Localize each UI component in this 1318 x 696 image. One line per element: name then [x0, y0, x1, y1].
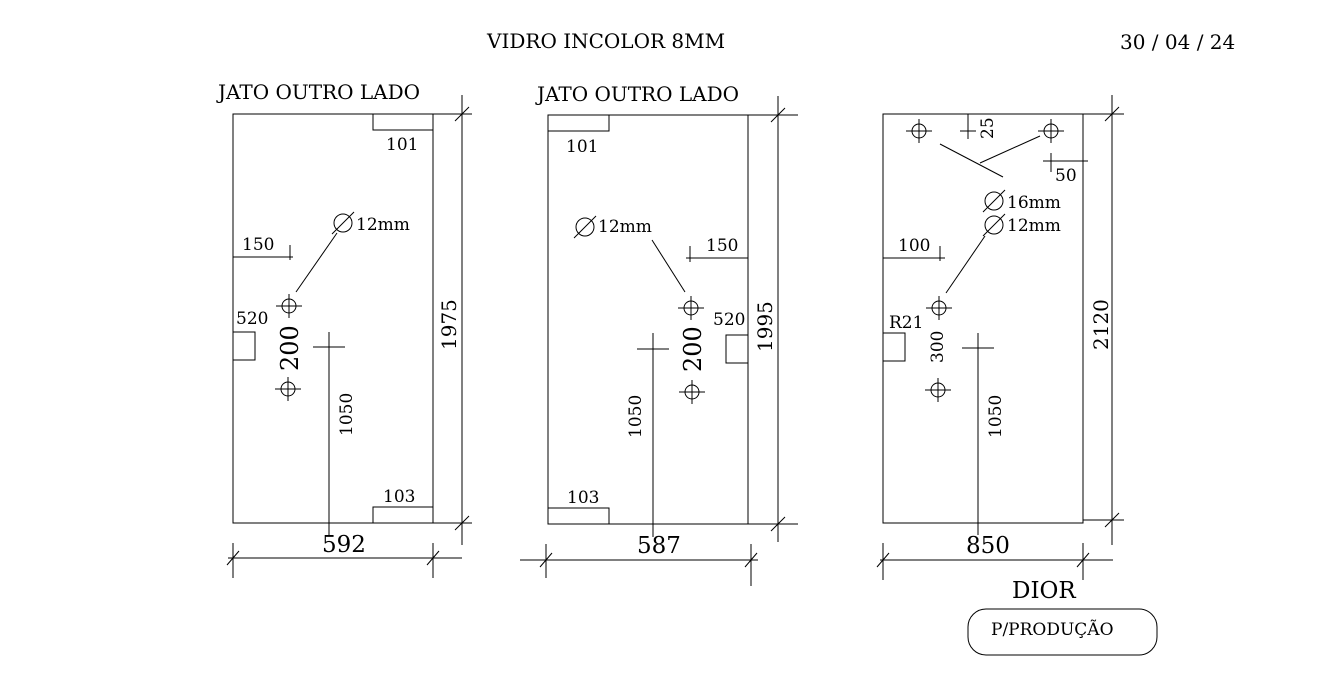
glass-panel-2: JATO OUTRO LADO 101 103 150 520 12mm 20 [520, 82, 798, 586]
panel-2-handle-height: 1050 [626, 395, 646, 438]
panel-2-width: 587 [637, 533, 681, 559]
panel-2-top-notch [548, 115, 610, 132]
panel-2-diameter-icon [575, 217, 595, 237]
panel-1-side-notch [232, 331, 256, 361]
panel-1-handle-height: 1050 [337, 393, 357, 436]
panel-1-note: JATO OUTRO LADO [216, 80, 420, 104]
panel-3-handle-height: 1050 [986, 395, 1006, 438]
panel-3-top-v: 25 [978, 117, 998, 139]
panel-2-top-notch-label: 101 [566, 137, 598, 157]
panel-1-hole-bottom [275, 377, 301, 401]
panel-1-top-notch-label: 101 [386, 135, 418, 155]
panel-3-hole-top-right [1038, 119, 1064, 143]
panel-2-height: 1995 [753, 301, 777, 352]
panel-1-diameter-icon [333, 213, 353, 233]
panel-2-side-notch-label: 520 [713, 310, 745, 330]
panel-2-hole-bottom [679, 380, 705, 404]
panel-3-hole-spacing: 300 [928, 331, 948, 363]
drawing-date: 30 / 04 / 24 [1120, 30, 1235, 54]
status-box [967, 608, 1158, 656]
panel-1-top-notch [372, 114, 433, 131]
panel-3-diameter-icon-a [984, 191, 1004, 211]
panel-3-side-notch-label: R21 [889, 313, 923, 333]
panel-1-bottom-notch [372, 506, 433, 523]
client-name: DIOR [1012, 578, 1076, 604]
panel-3-hole-top-left [906, 119, 932, 143]
panel-1-hole-top [276, 294, 302, 318]
panel-2-note: JATO OUTRO LADO [535, 82, 739, 106]
panel-2-leader [651, 239, 686, 293]
panel-2-bottom-notch [548, 507, 610, 524]
panel-1-width: 592 [322, 532, 366, 558]
panel-3-width: 850 [966, 533, 1010, 559]
panel-2-side-notch [725, 334, 749, 364]
panel-3-outline [882, 113, 1084, 524]
panel-3-height: 2120 [1089, 299, 1113, 350]
glass-panel-1: JATO OUTRO LADO 101 103 150 520 12mm 20 [216, 80, 472, 578]
panel-3-hole-label-b: 12mm [1007, 216, 1061, 236]
panel-1-outline [232, 113, 434, 524]
panel-3-leader [945, 235, 986, 294]
panel-1-bottom-notch-label: 103 [383, 487, 415, 507]
panel-3-hole-mid-top [926, 296, 952, 320]
panel-3-diameter-icon-b [984, 215, 1004, 235]
panel-3-hole-offset: 100 [898, 236, 930, 256]
panel-3-hole-mid-bottom [925, 378, 951, 402]
panel-1-side-notch-label: 520 [236, 309, 268, 329]
panel-2-outline [547, 114, 749, 525]
drawing-title: VIDRO INCOLOR 8MM [486, 29, 725, 53]
panel-1-hole-label: 12mm [356, 215, 410, 235]
panel-3-hole-label-a: 16mm [1007, 193, 1061, 213]
panel-1-hole-offset: 150 [242, 235, 274, 255]
panel-3-top-h: 50 [1055, 166, 1077, 186]
panel-1-leader [295, 232, 338, 293]
panel-2-bottom-notch-label: 103 [567, 488, 599, 508]
panel-1-hole-spacing: 200 [276, 325, 304, 371]
panel-1-height: 1975 [437, 299, 461, 350]
panel-3-side-notch [882, 332, 906, 362]
panel-2-hole-spacing: 200 [679, 326, 707, 372]
panel-2-hole-label: 12mm [598, 217, 652, 237]
glass-panel-3: 25 50 16mm 12mm 100 R21 [876, 95, 1124, 580]
status-label: P/PRODUÇÃO [991, 619, 1114, 640]
panel-2-hole-offset: 150 [706, 236, 738, 256]
panel-2-hole-top [678, 296, 704, 320]
